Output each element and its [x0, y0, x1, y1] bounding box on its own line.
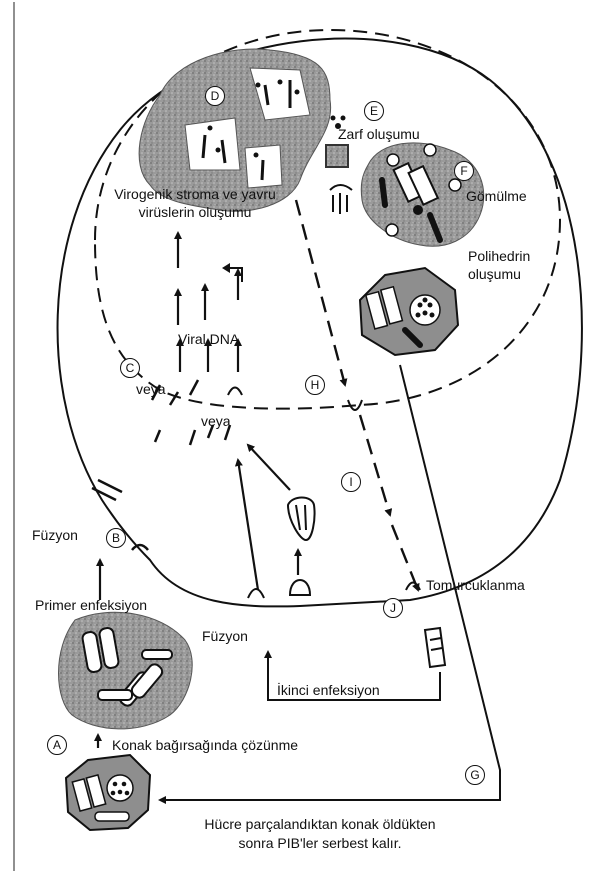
dna-arrows — [178, 233, 238, 372]
step-i-marker: I — [341, 472, 361, 492]
fusion-label-2: Füzyon — [202, 628, 248, 644]
step-g-marker: G — [465, 765, 485, 785]
endocytosed-virion — [288, 498, 315, 596]
polyhedrin-label-line2: oluşumu — [468, 266, 521, 282]
release-label-line2: sonra PIB'ler serbest kalır. — [120, 835, 520, 851]
step-d-marker: D — [205, 86, 225, 106]
step-a-marker: A — [47, 735, 67, 755]
secondary-infection-label: İkinci enfeksiyon — [277, 682, 380, 698]
or-label-2: veya — [201, 413, 231, 429]
step-e-marker: E — [364, 101, 384, 121]
step-b-marker: B — [106, 528, 126, 548]
or-label-1: veya — [136, 381, 166, 397]
budding-path — [296, 200, 418, 590]
release-label-line1: Hücre parçalandıktan konak öldükten — [120, 816, 520, 832]
virogenic-label-line1: Virogenik stroma ve yavru — [80, 186, 310, 202]
occlusion-label: Gömülme — [466, 188, 527, 204]
gut-dissolution — [59, 612, 193, 729]
gut-dissolution-label: Konak bağırsağında çözünme — [112, 737, 298, 753]
polyhedrin-label-line1: Polihedrin — [468, 248, 530, 264]
step-f-marker: F — [454, 161, 474, 181]
step-c-marker: C — [120, 358, 140, 378]
envelope-formation — [326, 145, 352, 214]
virogenic-label-line2: virüslerin oluşumu — [80, 204, 310, 220]
primary-infection-label: Primer enfeksiyon — [35, 597, 147, 613]
envelope-label: Zarf oluşumu — [338, 126, 420, 142]
fusion-label-1: Füzyon — [32, 527, 78, 543]
budded-virion — [425, 628, 445, 667]
step-j-marker: J — [383, 598, 403, 618]
cell-bud — [406, 583, 420, 591]
viral-dna-label: Viral DNA — [178, 331, 239, 347]
step-h-marker: H — [305, 375, 325, 395]
budding-label: Tomurcuklanma — [426, 577, 525, 593]
